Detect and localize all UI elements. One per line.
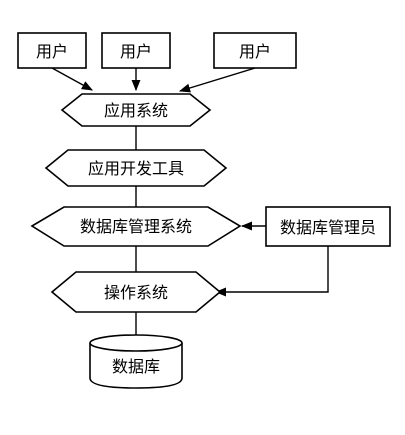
app-dev-tools-node: 应用开发工具: [44, 149, 228, 187]
edge-admin-to-os: [214, 246, 329, 297]
edge-user3-to-app: [178, 67, 256, 93]
dbms-label: 数据库管理系统: [80, 217, 192, 236]
application-system-label: 应用系统: [104, 101, 168, 120]
db-administrator-node: 数据库管理员: [265, 206, 391, 247]
app-dev-tools-label: 应用开发工具: [88, 159, 184, 178]
dbms-node: 数据库管理系统: [30, 206, 242, 247]
user-box-2-label: 用户: [120, 42, 152, 61]
operating-system-node: 操作系统: [50, 271, 222, 313]
user-box-3: 用户: [213, 32, 297, 69]
user-box-1: 用户: [17, 32, 87, 69]
user-box-2: 用户: [101, 32, 171, 69]
application-system-node: 应用系统: [60, 93, 212, 127]
edge-user1-to-app: [51, 67, 93, 91]
database-label: 数据库: [112, 357, 160, 376]
operating-system-label: 操作系统: [104, 283, 168, 302]
user-box-1-label: 用户: [36, 42, 68, 61]
database-node: 数据库: [89, 334, 183, 389]
user-box-3-label: 用户: [239, 42, 271, 61]
db-administrator-label: 数据库管理员: [280, 218, 376, 237]
